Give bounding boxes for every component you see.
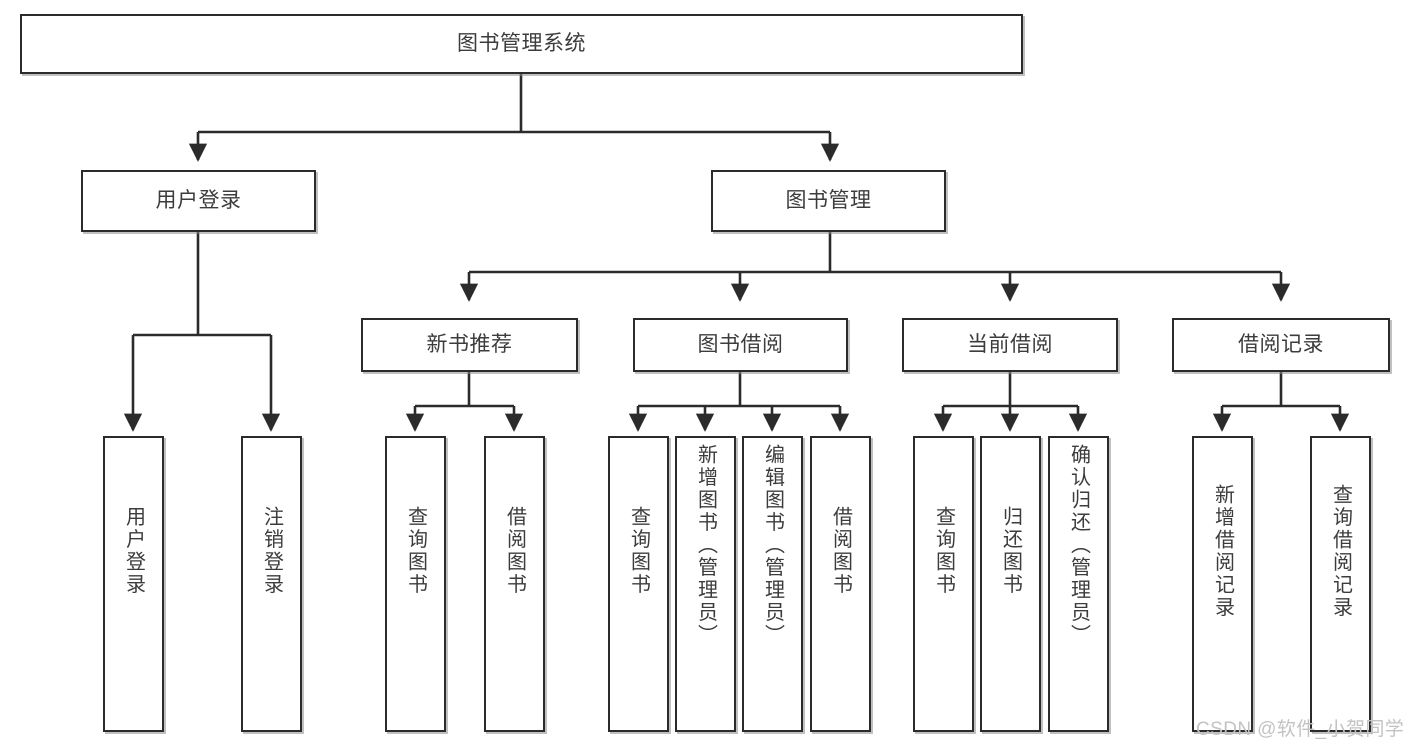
leaf-new-book-borrow-label: 借阅图书	[503, 506, 526, 596]
csdn-watermark: CSDN @软件_小贺同学	[1196, 719, 1405, 740]
leaf-book-borrow-borrow-label: 借阅图书	[829, 506, 852, 596]
leaf-borrow-record-add-label: 新增借阅记录	[1211, 484, 1234, 619]
node-book-management[interactable]: 图书管理	[711, 170, 946, 232]
leaf-user-login-logout-label: 注销登录	[260, 506, 283, 596]
leaf-new-book-query-label: 查询图书	[404, 506, 427, 596]
leaf-current-borrow-return-label: 归还图书	[999, 506, 1022, 596]
node-book-borrow[interactable]: 图书借阅	[633, 318, 848, 372]
leaf-current-borrow-confirm[interactable]: 确认归还（管理员）	[1048, 436, 1109, 732]
node-user-login[interactable]: 用户登录	[81, 170, 316, 232]
leaf-new-book-query[interactable]: 查询图书	[385, 436, 446, 732]
leaf-user-login-login[interactable]: 用户登录	[103, 436, 164, 732]
node-book-management-label: 图书管理	[785, 188, 872, 212]
leaf-current-borrow-query[interactable]: 查询图书	[913, 436, 974, 732]
node-new-book-recommend-label: 新书推荐	[426, 332, 513, 356]
leaf-current-borrow-return[interactable]: 归还图书	[980, 436, 1041, 732]
node-book-borrow-label: 图书借阅	[697, 332, 784, 356]
leaf-new-book-borrow[interactable]: 借阅图书	[484, 436, 545, 732]
node-root-system-label: 图书管理系统	[457, 31, 586, 55]
node-user-login-label: 用户登录	[155, 188, 242, 212]
leaf-book-borrow-add[interactable]: 新增图书（管理员）	[675, 436, 736, 732]
leaf-borrow-record-add[interactable]: 新增借阅记录	[1192, 436, 1253, 732]
leaf-book-borrow-borrow[interactable]: 借阅图书	[810, 436, 871, 732]
leaf-book-borrow-edit-label: 编辑图书（管理员）	[761, 444, 784, 647]
leaf-borrow-record-query-label: 查询借阅记录	[1329, 484, 1352, 619]
node-borrow-record-label: 借阅记录	[1238, 332, 1324, 356]
leaf-current-borrow-confirm-label: 确认归还（管理员）	[1067, 444, 1090, 647]
leaf-book-borrow-add-label: 新增图书（管理员）	[694, 444, 717, 647]
leaf-book-borrow-query[interactable]: 查询图书	[608, 436, 669, 732]
leaf-user-login-logout[interactable]: 注销登录	[241, 436, 302, 732]
node-borrow-record[interactable]: 借阅记录	[1172, 318, 1390, 372]
leaf-book-borrow-edit[interactable]: 编辑图书（管理员）	[742, 436, 803, 732]
leaf-user-login-login-label: 用户登录	[122, 506, 145, 596]
node-root-system[interactable]: 图书管理系统	[20, 14, 1023, 74]
leaf-borrow-record-query[interactable]: 查询借阅记录	[1310, 436, 1371, 732]
node-current-borrow-label: 当前借阅	[967, 332, 1053, 356]
leaf-book-borrow-query-label: 查询图书	[627, 506, 650, 596]
leaf-current-borrow-query-label: 查询图书	[932, 506, 955, 596]
node-current-borrow[interactable]: 当前借阅	[902, 318, 1118, 372]
node-new-book-recommend[interactable]: 新书推荐	[361, 318, 578, 372]
